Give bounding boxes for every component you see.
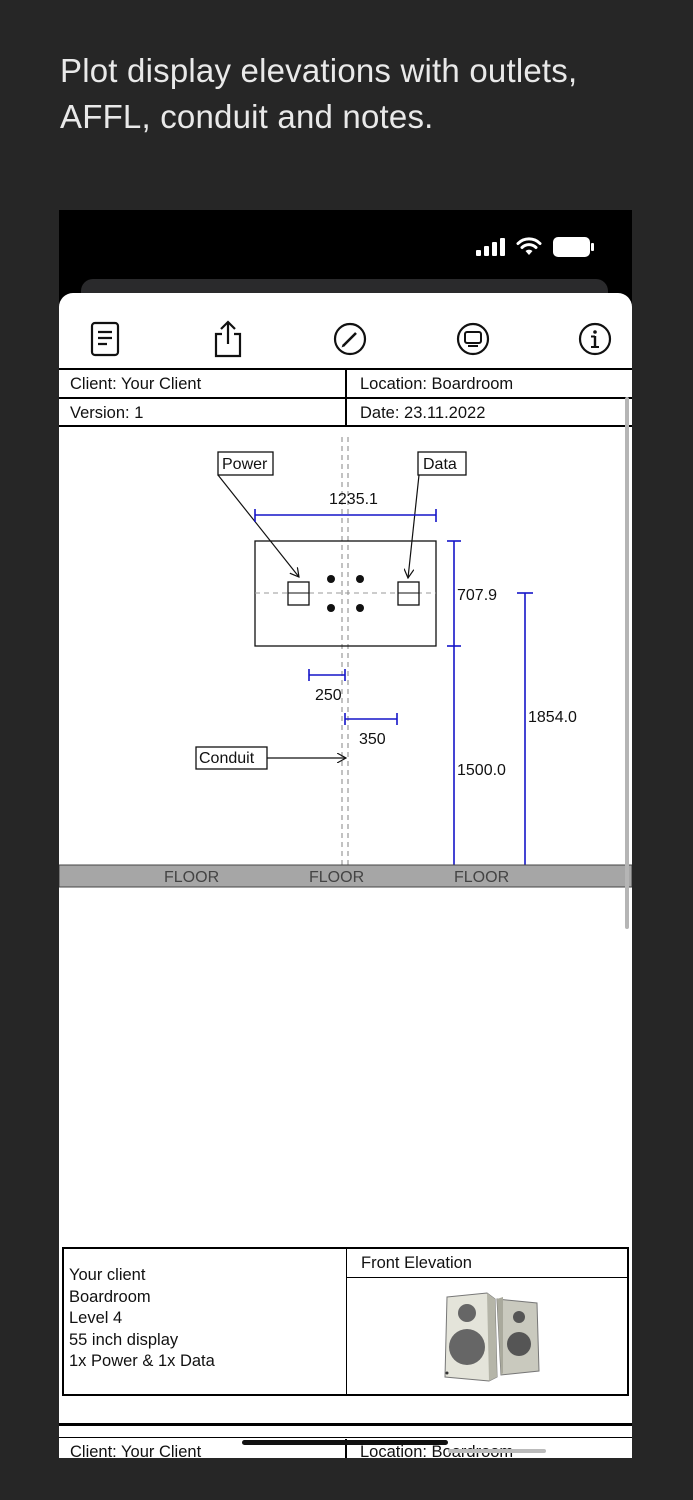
top-height-label: 1854.0 [528,709,577,726]
elevation-drawing: Power Data 1235.1 707.9 1500.0 1854.0 [59,437,632,888]
home-indicator-track [448,1449,546,1453]
share-icon [214,320,242,358]
floor-label: FLOOR [309,869,364,886]
power-callout-box [217,451,274,476]
note-line: 55 inch display [69,1330,179,1349]
display-icon [456,322,490,356]
headline: Plot display elevations with outlets, AF… [60,48,660,140]
floor-label: FLOOR [454,869,509,886]
title-block: Your client Boardroom Level 4 55 inch di… [62,1247,629,1396]
edit-icon [333,322,367,356]
home-indicator[interactable] [242,1440,448,1445]
info-button[interactable] [577,321,613,357]
wifi-icon [516,237,542,255]
header-version: Version: 1 [70,404,144,422]
width-dimension-label: 1235.1 [329,491,378,508]
phone-screen: Client: Your Client Location: Boardroom … [59,210,632,1458]
signal-icon [476,238,505,256]
data-callout-box [417,451,467,476]
share-button[interactable] [210,320,246,358]
header-date: Date: 23.11.2022 [360,404,486,422]
data-arrow [408,474,420,578]
note-line: Boardroom [69,1287,151,1306]
mount-point [356,575,364,583]
display-button[interactable] [455,321,491,357]
note-line: Your client [69,1266,146,1284]
info-icon [578,322,612,356]
data-callout-label: Data [423,456,457,473]
next-page-location: Location: Boardroom [360,1443,514,1458]
floor-label: FLOOR [164,869,219,886]
conduit-offset-label: 350 [359,731,386,748]
page-break-rule [59,1423,632,1426]
edit-button[interactable] [332,321,368,357]
header-table: Client: Your Client Location: Boardroom … [59,368,632,427]
page-break-rule [59,1437,632,1438]
headline-line-2: AFFL, conduit and notes. [60,98,434,135]
center-height-label: 1500.0 [457,762,506,779]
notes-text: Your client Boardroom Level 4 55 inch di… [69,1265,215,1373]
toolbar [59,293,632,368]
conduit-callout-label: Conduit [199,750,255,767]
document-sheet: Client: Your Client Location: Boardroom … [59,293,632,1458]
mount-point [327,575,335,583]
next-page-client: Client: Your Client [70,1443,202,1458]
status-bar [476,236,594,258]
mount-point [327,604,335,612]
power-callout-label: Power [222,456,268,473]
header-client: Client: Your Client [70,375,202,393]
notes-button[interactable] [87,321,123,357]
height-dimension-label: 707.9 [457,587,497,604]
note-line: Level 4 [69,1309,123,1327]
floor-band [59,864,632,888]
elevation-cell: Front Elevation [346,1249,628,1394]
battery-icon [553,237,594,257]
outlet-offset-label: 250 [315,687,342,704]
mount-point [356,604,364,612]
header-location: Location: Boardroom [360,375,514,393]
speakers-icon [444,1292,540,1382]
elevation-title: Front Elevation [347,1249,628,1278]
notes-icon [90,321,120,357]
note-line: 1x Power & 1x Data [69,1352,215,1370]
power-arrow [217,474,299,577]
headline-line-1: Plot display elevations with outlets, [60,52,578,89]
scrollbar[interactable] [625,397,629,929]
